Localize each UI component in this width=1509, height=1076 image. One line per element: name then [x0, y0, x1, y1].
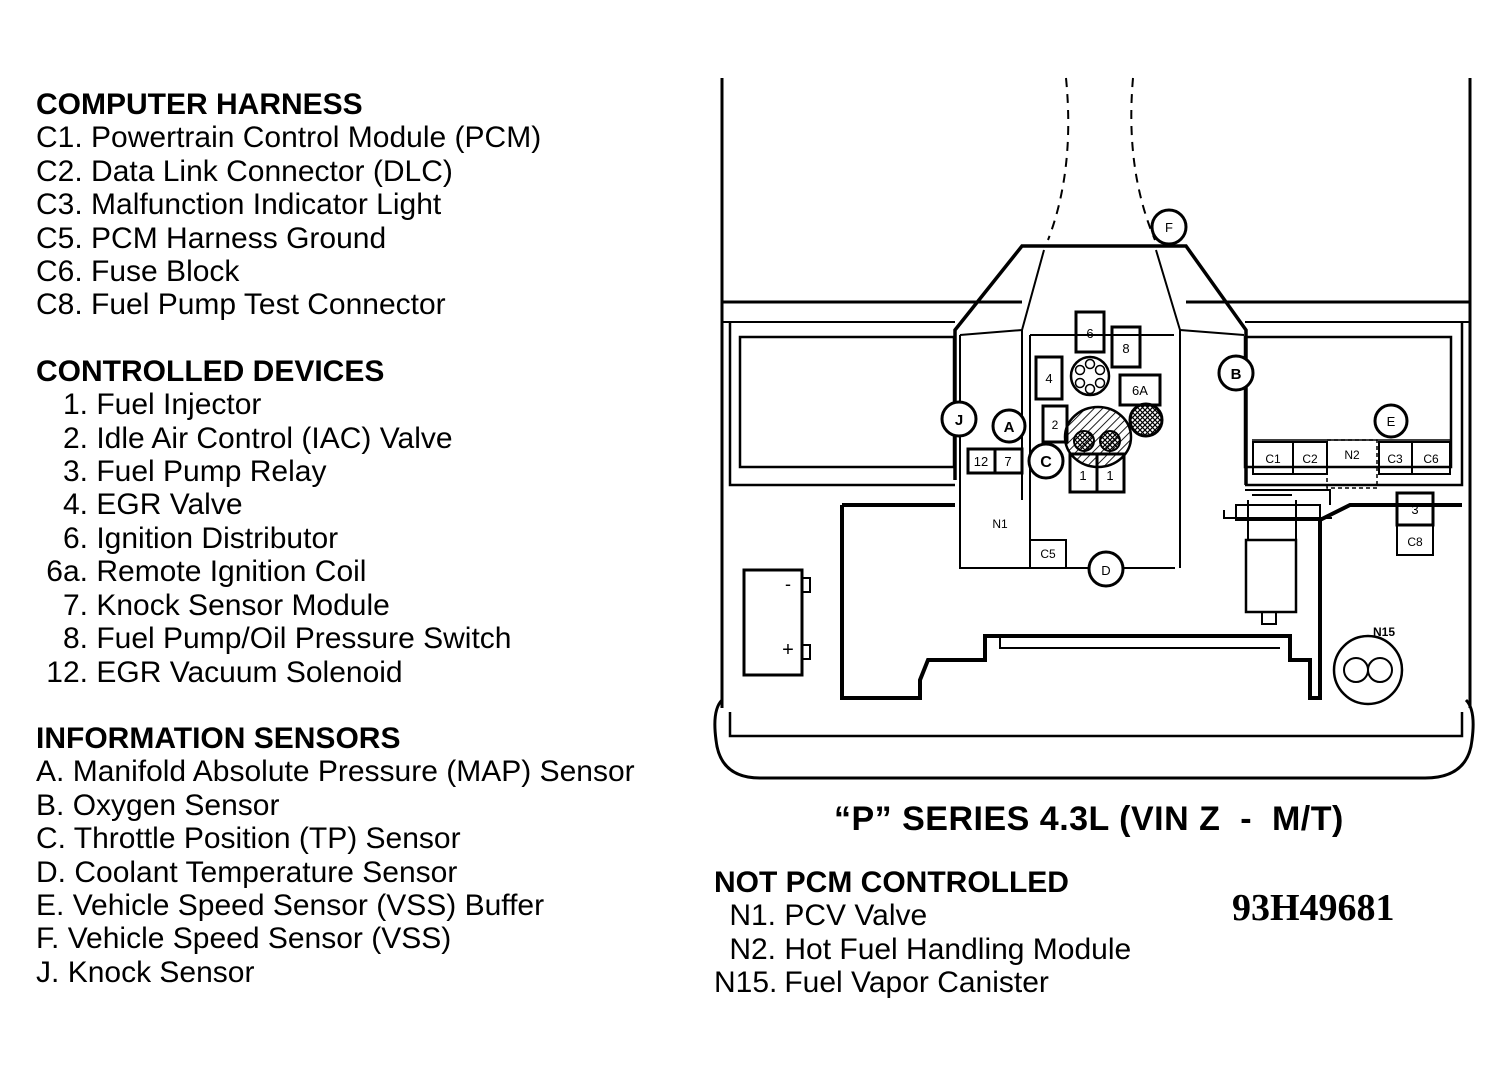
battery: [742, 568, 804, 677]
label-8: 8: [1122, 341, 1129, 356]
label-1b: 1: [1106, 468, 1113, 483]
information-sensors-heading: INFORMATION SENSORS: [36, 721, 401, 755]
legend-item: C6. Fuse Block: [36, 255, 240, 289]
label-3: 3: [1411, 502, 1418, 517]
component-legend: COMPUTER HARNESS C1. Powertrain Control …: [36, 88, 635, 989]
legend-item: 6a. Remote Ignition Coil: [46, 555, 367, 589]
legend-item: D. Coolant Temperature Sensor: [36, 855, 458, 889]
label-D: D: [1101, 563, 1110, 578]
legend-item: N2. Hot Fuel Handling Module: [729, 932, 1132, 966]
label-C3: C3: [1387, 452, 1403, 466]
throttle-body: [1063, 405, 1133, 469]
legend-item: 8. Fuel Pump/Oil Pressure Switch: [62, 622, 512, 656]
label-C2: C2: [1302, 452, 1318, 466]
label-2: 2: [1052, 418, 1059, 432]
label-F: F: [1165, 220, 1173, 235]
legend-item: N15. Fuel Vapor Canister: [714, 966, 1049, 1000]
label-N2: N2: [1344, 448, 1360, 462]
legend-item: 6. Ignition Distributor: [62, 521, 339, 555]
legend-item: B. Oxygen Sensor: [36, 788, 280, 822]
not-pcm-controlled-heading: NOT PCM CONTROLLED: [714, 866, 1069, 899]
label-A: A: [1004, 419, 1015, 436]
label-6: 6: [1086, 326, 1093, 341]
legend-item: 4. EGR Valve: [62, 488, 243, 522]
controlled-devices-heading: CONTROLLED DEVICES: [36, 354, 385, 388]
bumper-outline: [713, 698, 1475, 780]
legend-item: A. Manifold Absolute Pressure (MAP) Sens…: [36, 755, 635, 789]
ignition-distributor: [1069, 355, 1111, 397]
legend-item: 3. Fuel Pump Relay: [62, 455, 327, 489]
legend-item: 1. Fuel Injector: [62, 388, 262, 422]
legend-item: C3. Malfunction Indicator Light: [36, 188, 442, 222]
label-1a: 1: [1079, 468, 1086, 483]
legend-item: 2. Idle Air Control (IAC) Valve: [62, 421, 453, 455]
legend-item: F. Vehicle Speed Sensor (VSS): [36, 922, 452, 956]
label-12: 12: [974, 454, 988, 469]
legend-item: E. Vehicle Speed Sensor (VSS) Buffer: [36, 888, 545, 922]
computer-harness-heading: COMPUTER HARNESS: [36, 88, 363, 121]
not-pcm-controlled-legend: NOT PCM CONTROLLED N1. PCV Valve N2. Hot…: [714, 866, 1131, 1000]
label-N1: N1: [992, 517, 1008, 531]
legend-item: C8. Fuel Pump Test Connector: [36, 288, 446, 322]
label-C: C: [1040, 454, 1052, 471]
label-4: 4: [1045, 371, 1052, 386]
label-C6: C6: [1423, 452, 1439, 466]
label-C1: C1: [1265, 452, 1281, 466]
label-6A: 6A: [1132, 383, 1148, 398]
legend-item: C1. Powertrain Control Module (PCM): [36, 121, 542, 155]
diagram-caption: “P” SERIES 4.3L (VIN Z - M/T): [834, 800, 1344, 838]
legend-item: J. Knock Sensor: [36, 955, 255, 989]
battery-plus: +: [782, 639, 794, 661]
fuel-vapor-canister: [1332, 634, 1404, 706]
remote-ignition-coil: [1128, 402, 1164, 438]
figure-id: 93H49681: [1232, 887, 1395, 929]
legend-item: C. Throttle Position (TP) Sensor: [36, 822, 461, 856]
compartment-side-walls: [720, 78, 1472, 708]
label-E: E: [1387, 414, 1396, 429]
label-B: B: [1231, 366, 1242, 383]
legend-item: N1. PCV Valve: [729, 899, 928, 933]
battery-minus: -: [785, 574, 791, 594]
legend-item: 12. EGR Vacuum Solenoid: [46, 655, 403, 689]
label-J: J: [955, 412, 963, 429]
label-7: 7: [1004, 454, 1011, 469]
legend-item: C5. PCM Harness Ground: [36, 221, 387, 255]
legend-item: 7. Knock Sensor Module: [62, 588, 390, 622]
label-C5: C5: [1040, 547, 1056, 561]
label-C8: C8: [1407, 535, 1423, 549]
label-N15: N15: [1373, 625, 1395, 639]
legend-item: C2. Data Link Connector (DLC): [36, 154, 453, 188]
